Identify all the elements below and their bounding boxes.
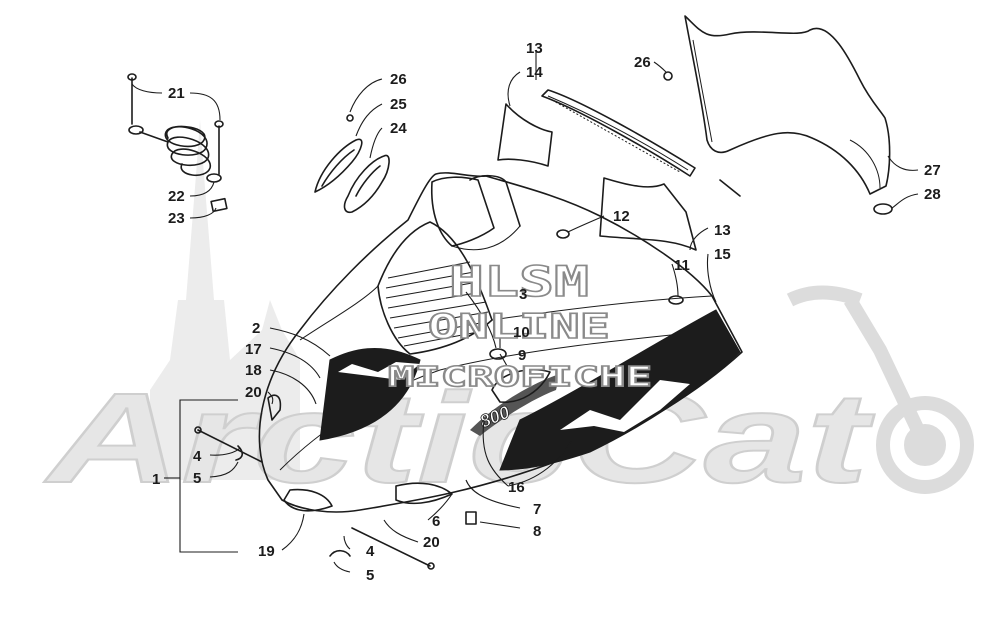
tether-cord-assembly	[127, 73, 228, 213]
callout-4a: 4	[193, 448, 202, 465]
callout-13b: 13	[714, 222, 731, 239]
callout-24: 24	[390, 120, 407, 137]
callout-10: 10	[513, 324, 530, 341]
callout-12: 12	[613, 208, 630, 225]
callout-22: 22	[168, 188, 185, 205]
watermark-motorcycle-silhouette	[786, 285, 974, 494]
callout-19: 19	[258, 543, 275, 560]
callout-13a: 13	[526, 40, 543, 57]
callout-15: 15	[714, 246, 731, 263]
watermark-cathedral-silhouette	[150, 120, 300, 480]
callout-16: 16	[508, 479, 525, 496]
foreground-watermark: HLSM ONLINE MICROFICHE	[387, 256, 653, 394]
callout-23: 23	[168, 210, 185, 227]
callout-4b: 4	[366, 543, 375, 560]
callout-26a: 26	[390, 71, 407, 88]
callout-27: 27	[924, 162, 941, 179]
watermark-line-hlsm: HLSM	[449, 257, 589, 306]
callout-21: 21	[168, 85, 185, 102]
callout-3: 3	[519, 286, 527, 303]
watermark-line-online: ONLINE	[428, 307, 610, 347]
hood-vent-assembly	[314, 114, 390, 214]
callout-28: 28	[924, 186, 941, 203]
callout-18: 18	[245, 362, 262, 379]
callout-14: 14	[526, 64, 543, 81]
callout-5b: 5	[366, 567, 374, 584]
callout-6: 6	[432, 513, 440, 530]
callout-5a: 5	[193, 470, 201, 487]
leader-lines	[131, 52, 919, 573]
watermark: ArcticCat	[43, 120, 974, 511]
callout-9: 9	[518, 347, 526, 364]
callout-labels: 1 2 3 4 4 5 5 6 7 8 9 10 11 12 13 13 14 …	[152, 40, 941, 584]
watermark-line-microfiche: MICROFICHE	[388, 360, 652, 393]
windshield-trim-and-deflector	[497, 89, 697, 251]
assembly-bracket	[164, 399, 238, 553]
callout-8: 8	[533, 523, 541, 540]
callout-20a: 20	[245, 384, 262, 401]
callout-1: 1	[152, 471, 160, 488]
watermark-brand-text: ArcticCat	[44, 367, 875, 510]
callout-26b: 26	[634, 54, 651, 71]
hood-body: 800	[258, 172, 743, 513]
callout-2: 2	[252, 320, 260, 337]
callout-20b: 20	[423, 534, 440, 551]
windshield	[663, 15, 893, 215]
callout-11: 11	[674, 257, 690, 274]
callout-17: 17	[245, 341, 262, 358]
callout-7: 7	[533, 501, 541, 518]
hood-hinge-pins	[194, 426, 477, 570]
callout-25: 25	[390, 96, 407, 113]
